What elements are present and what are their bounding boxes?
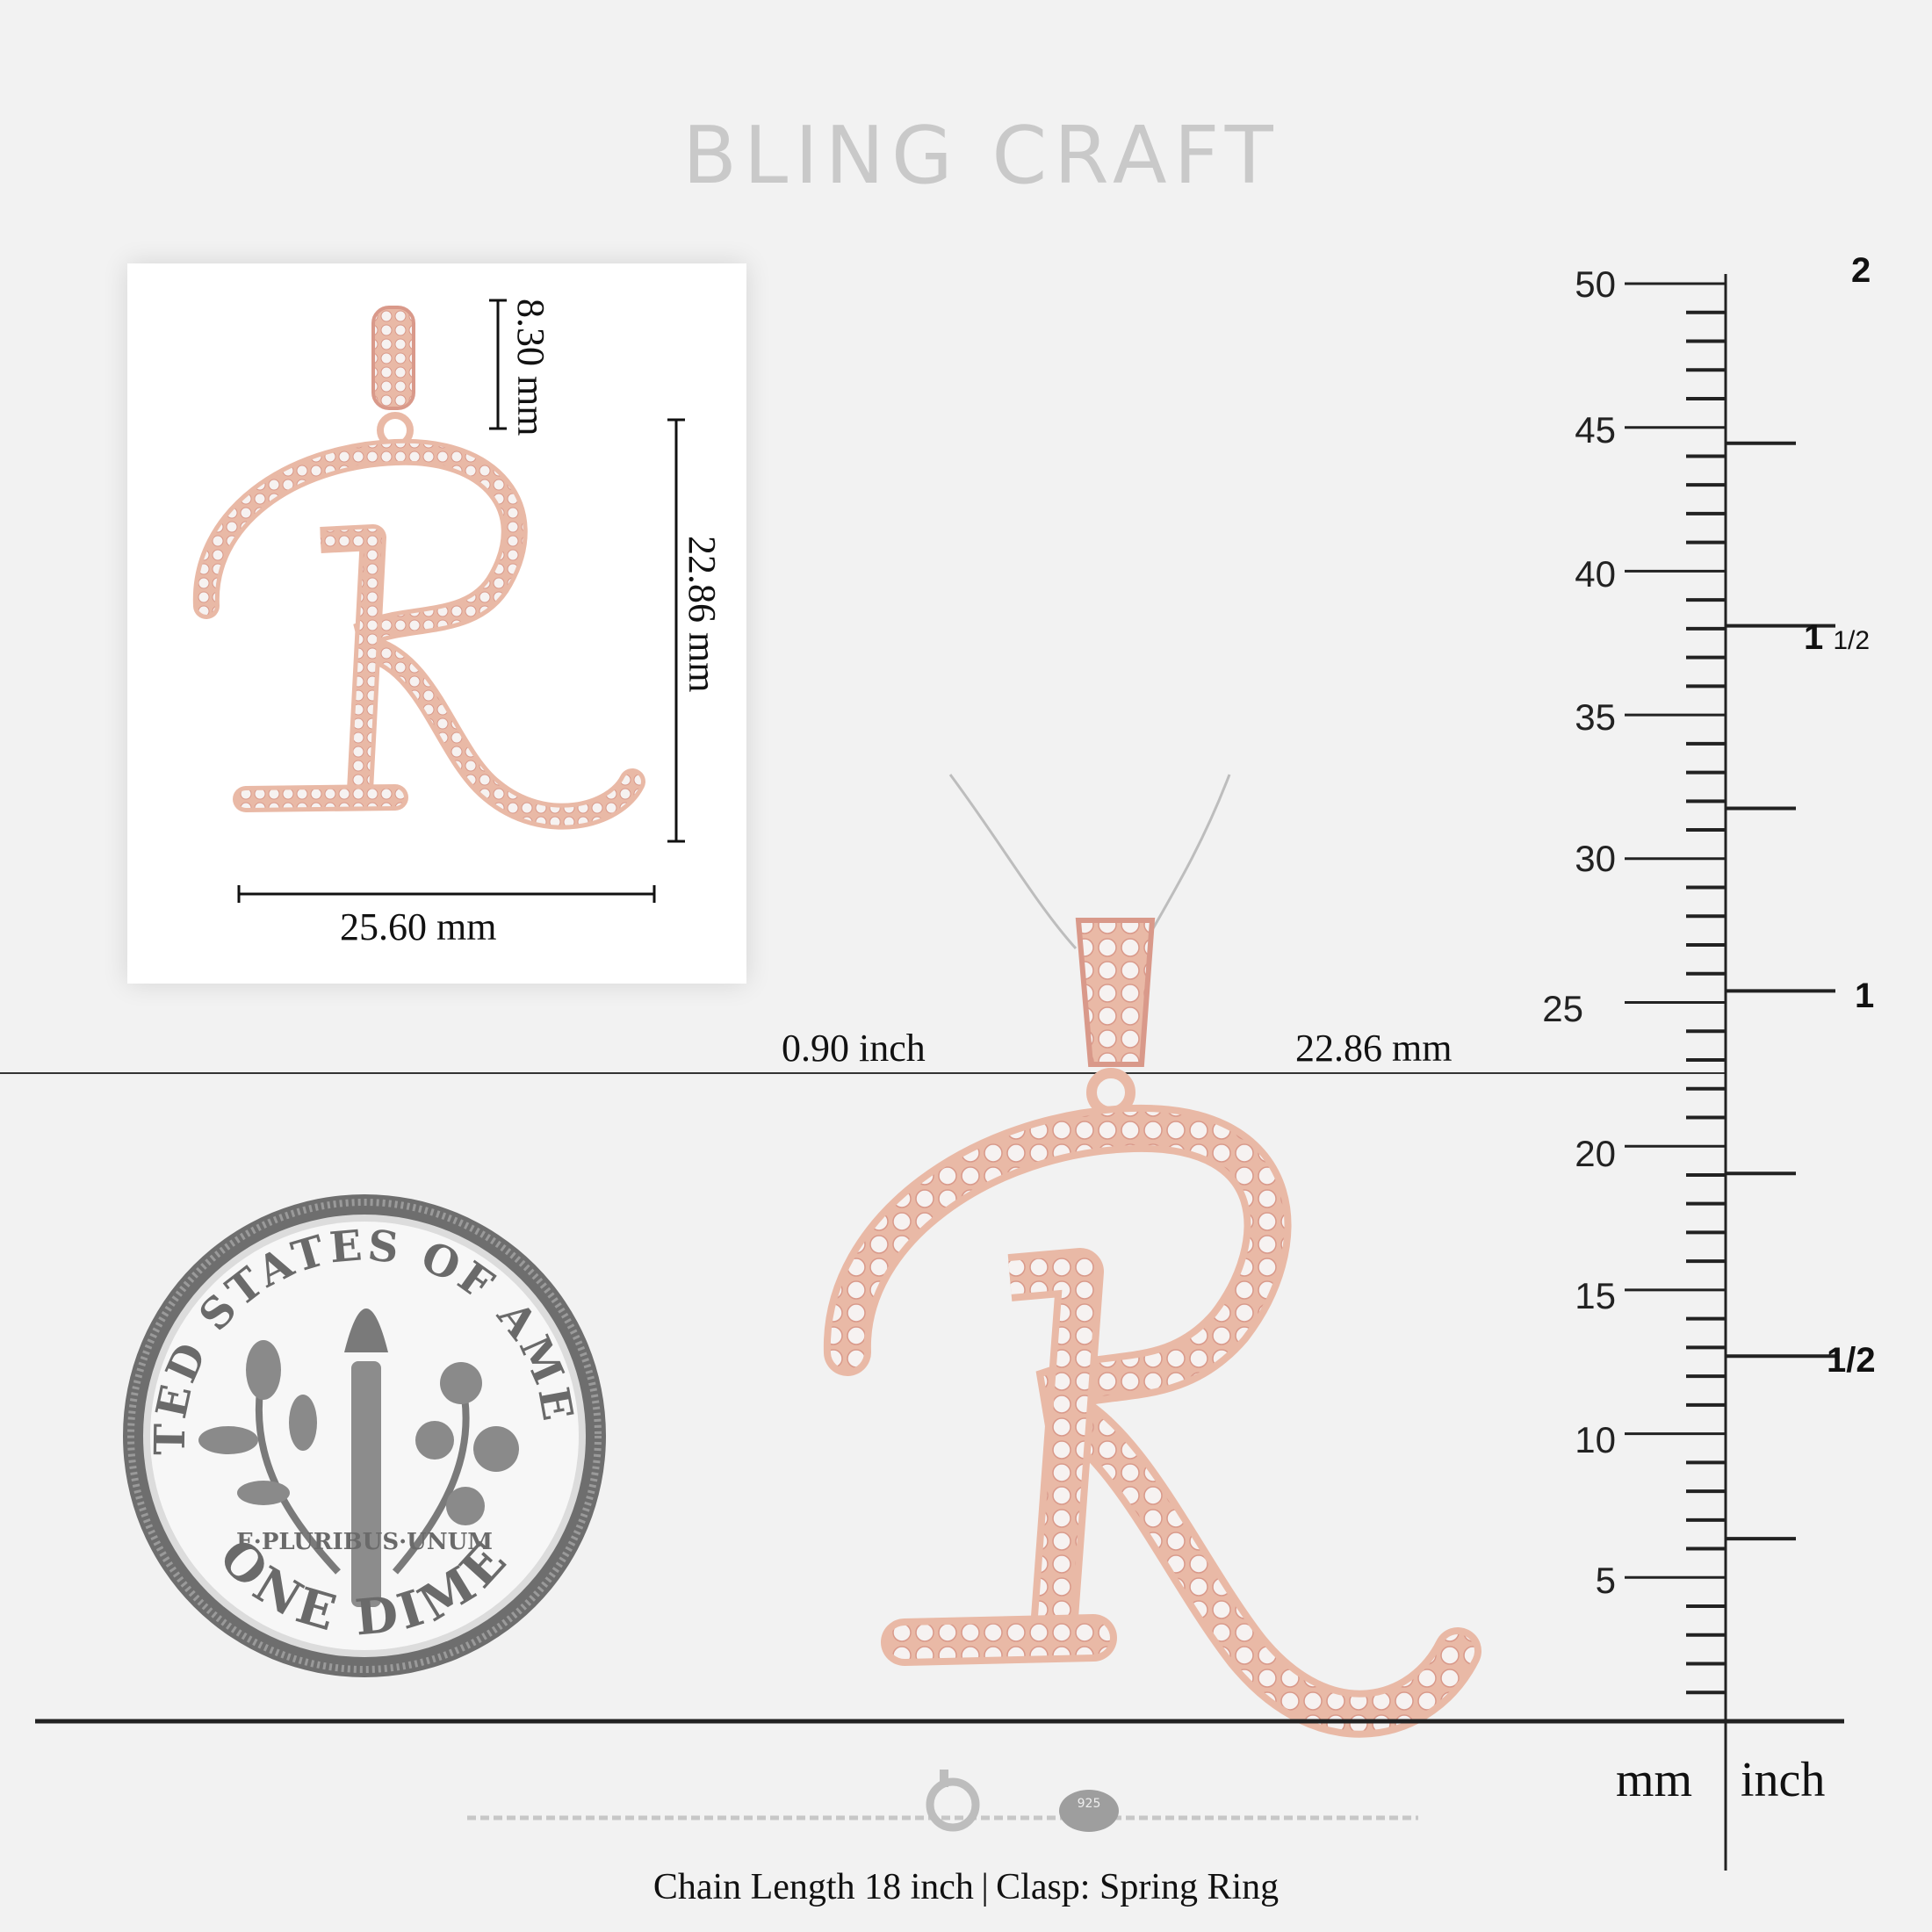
large-bail — [1075, 918, 1156, 1067]
ruler-mm-30: 30 — [1575, 838, 1616, 879]
tag-stamp: 925 — [1078, 1797, 1101, 1811]
small-pendant — [192, 306, 645, 830]
brand-logo: BLING CRAFT — [682, 110, 1280, 202]
large-r-foot-stones — [888, 1621, 1110, 1659]
small-r-bowl-stroke — [192, 438, 645, 830]
coin-motto: E·PLURIBUS·UNUM — [236, 1529, 493, 1555]
ruler-unit-mm: mm — [1616, 1753, 1693, 1807]
oak-branch-icon — [392, 1378, 470, 1575]
inch-measure-label: 0.90 inch — [782, 1027, 926, 1070]
mm-measure-label: 22.86 mm — [1295, 1027, 1453, 1070]
ruler-mm-40: 40 — [1575, 553, 1616, 595]
large-r-bowl-stones — [830, 1111, 1474, 1731]
ruler-mm-15: 15 — [1575, 1275, 1616, 1316]
pendant-width-label: 25.60 mm — [340, 905, 497, 948]
ruler-mm-10: 10 — [1575, 1419, 1616, 1460]
small-bail — [371, 306, 415, 410]
ruler-mm-50: 50 — [1575, 263, 1616, 305]
olive-branch-icon — [255, 1369, 341, 1575]
ruler — [1625, 274, 1835, 1871]
large-r-stem-stones — [1008, 1255, 1097, 1631]
ruler-mm-5: 5 — [1595, 1560, 1616, 1601]
small-r-stem-stones — [320, 529, 382, 791]
bail-height-label: 8.30 mm — [509, 299, 552, 436]
large-pendant — [823, 774, 1481, 1738]
ruler-inch-half: 1/2 — [1827, 1341, 1876, 1380]
925-tag-icon — [1059, 1790, 1119, 1832]
torch-icon — [351, 1361, 381, 1607]
chain-right-strand — [1140, 774, 1231, 949]
chain-caption: Chain Length 18 inch | Clasp: Spring Rin… — [652, 1867, 1280, 1907]
dimension-lines — [237, 299, 685, 903]
chain-left-strand — [948, 774, 1078, 950]
spring-ring-clasp-icon — [926, 1777, 980, 1832]
small-r-bowl-stones — [197, 443, 641, 825]
ruler-unit-inch: inch — [1741, 1753, 1826, 1807]
ruler-inch-2: 2 — [1851, 251, 1871, 290]
chain-with-clasp: 925 — [467, 1770, 1418, 1832]
ruler-mm-25: 25 — [1542, 988, 1583, 1029]
ruler-inch-1: 1 — [1855, 977, 1875, 1015]
ruler-mm-35: 35 — [1575, 696, 1616, 738]
small-r-foot-stones — [237, 789, 404, 808]
ruler-mm-45: 45 — [1575, 409, 1616, 451]
pendant-height-label: 22.86 mm — [681, 536, 724, 693]
dime-coin: UNITED STATES OF AMERICA ONE DIME E·PLUR… — [0, 0, 606, 1677]
ruler-mm-20: 20 — [1575, 1133, 1616, 1174]
ruler-inch-1-half: 1 1/2 — [1804, 618, 1871, 657]
